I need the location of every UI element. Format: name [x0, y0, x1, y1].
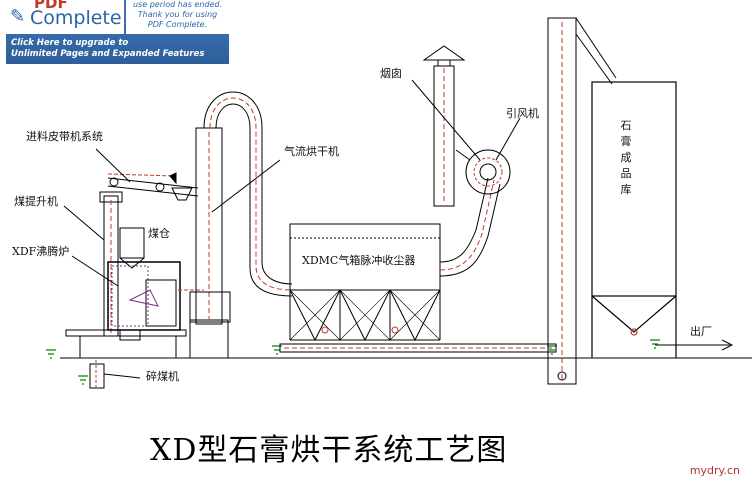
label-air-dryer: 气流烘干机	[284, 145, 339, 158]
belt-conveyor	[107, 172, 199, 197]
fan-duct	[439, 177, 501, 277]
diagram-title: XD型石膏烘干系统工艺图	[150, 433, 508, 468]
label-coal-elevator: 煤提升机	[14, 195, 58, 208]
label-chimney: 烟囱	[380, 67, 402, 80]
pdf-upgrade-link[interactable]: Click Here to upgrade to Unlimited Pages…	[11, 38, 204, 60]
pdf-upgrade-line[interactable]: Unlimited Pages and Expanded Features	[11, 49, 205, 59]
label-outlet: 出厂	[690, 325, 712, 338]
label-coal-bin: 煤仓	[148, 227, 170, 240]
chimney	[422, 45, 471, 207]
air-dryer	[189, 91, 293, 325]
leader-crusher	[103, 373, 141, 379]
label-coal-crusher: 碎煤机	[146, 370, 179, 383]
site-watermark: mydry.cn	[689, 464, 740, 477]
leader-elevator	[63, 205, 105, 241]
ground-symbols	[46, 339, 660, 385]
label-induced-fan: 引风机	[506, 107, 539, 120]
dust-collector	[289, 223, 441, 342]
outlet-arrow	[655, 339, 734, 351]
screw-conveyor	[279, 343, 557, 353]
pdf-notice-line: PDF Complete.	[147, 20, 208, 29]
label-dust-collector: XDMC气箱脉冲收尘器	[302, 254, 416, 267]
product-silo	[591, 81, 677, 358]
coal-crusher	[89, 360, 105, 390]
pdf-logo-prefix: PDF	[34, 0, 68, 12]
pdf-upgrade-banner[interactable]: ✎ PDF Complete use period has ended. Tha…	[6, 0, 229, 64]
leader-fan	[495, 117, 521, 161]
pdf-logo-name: Complete	[30, 7, 122, 29]
feed-hopper	[171, 187, 193, 201]
leader-chimney	[411, 79, 481, 161]
induced-fan	[465, 149, 511, 195]
label-boiling-furnace: XDF沸腾炉	[12, 245, 70, 258]
label-product-silo: 石膏成品库	[620, 119, 632, 196]
leader-furnace	[71, 255, 119, 287]
leader-belt	[95, 148, 131, 183]
label-belt-system: 进料皮带机系统	[26, 130, 103, 143]
bucket-elevator	[547, 17, 617, 385]
pdf-notice: use period has ended. Thank you for usin…	[126, 0, 229, 34]
pdf-upgrade-line[interactable]: Click Here to upgrade to	[11, 38, 129, 48]
pdf-logo: ✎ PDF Complete	[6, 0, 124, 34]
pdf-notice-line: use period has ended.	[132, 0, 223, 9]
coal-elevator	[99, 191, 123, 337]
leader-dryer	[211, 159, 281, 213]
pdf-notice-line: Thank you for using	[137, 10, 218, 19]
pdf-logo-icon: ✎	[10, 6, 26, 27]
